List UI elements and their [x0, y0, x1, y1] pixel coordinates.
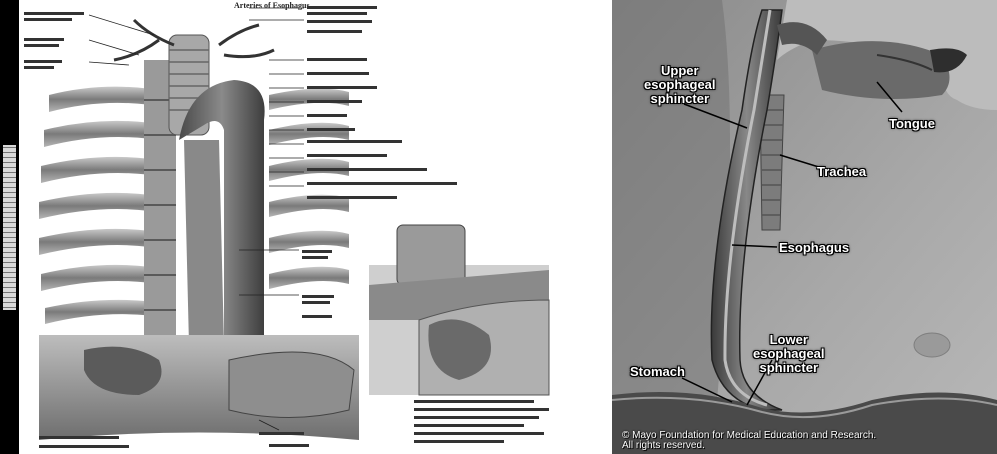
vertical-stamp-mark — [3, 145, 16, 310]
anatomical-drawing — [19, 0, 605, 454]
copyright-line-2: All rights reserved. — [622, 441, 876, 451]
inset-gastroesophageal-junction — [369, 225, 549, 395]
mayo-esophagus-illustration: Upper esophageal sphincter Tongue Trache… — [612, 0, 997, 454]
label-trachea: Trachea — [817, 165, 866, 179]
nipple — [914, 333, 950, 357]
stomach-drawing — [229, 352, 354, 418]
label-tongue: Tongue — [889, 117, 935, 131]
inset-caption-marks — [414, 400, 549, 443]
esophagus-drawing — [184, 140, 224, 345]
label-esophagus: Esophagus — [779, 241, 849, 255]
left-black-bar — [0, 0, 19, 454]
label-stomach: Stomach — [630, 365, 685, 379]
label-upper-esophageal-sphincter: Upper esophageal sphincter — [644, 64, 716, 106]
copyright-notice: © Mayo Foundation for Medical Education … — [622, 431, 876, 451]
label-lower-esophageal-sphincter: Lower esophageal sphincter — [753, 333, 825, 375]
esophagus-arteries-illustration: Arteries of Esophagus — [19, 0, 605, 454]
